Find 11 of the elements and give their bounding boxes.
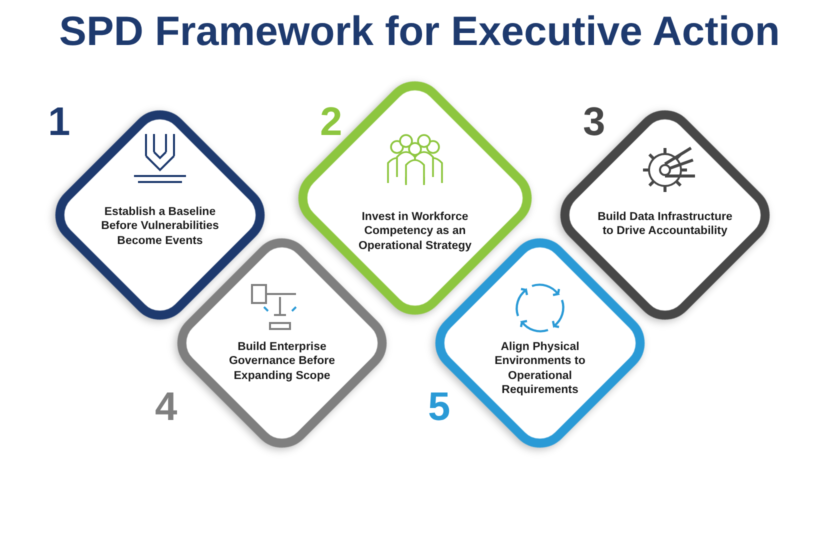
step-text: Build Data Infrastructure to Drive Accountability — [596, 210, 734, 239]
step-number: 3 — [583, 100, 606, 145]
step-text: Build Enterprise Governance Before Expanding Scope — [228, 340, 336, 384]
title: SPD Framework for Executive Action — [58, 8, 781, 55]
step-number: 1 — [48, 100, 70, 145]
step-number: 4 — [155, 385, 178, 430]
step-number: 5 — [428, 385, 450, 430]
step-text: Invest in Workforce Competency as an Operational Strategy — [357, 210, 473, 254]
step-text: Establish a Baseline Before Vulnerabilities Become Events — [100, 205, 220, 248]
step-text: Align Physical Environments to Operational Requirements — [494, 340, 586, 398]
step-number: 2 — [320, 100, 342, 145]
